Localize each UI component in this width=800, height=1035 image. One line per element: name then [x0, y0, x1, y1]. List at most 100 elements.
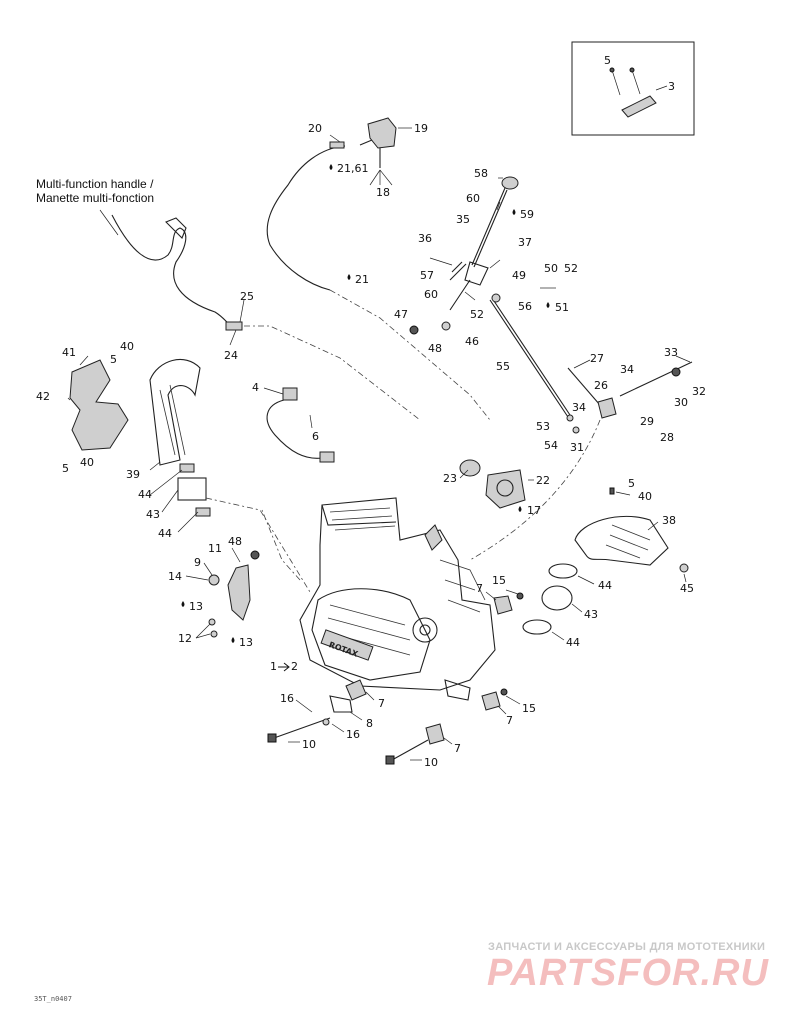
callout-38: 38	[662, 514, 676, 527]
watermark-tagline: ЗАПЧАСТИ И АКСЕССУАРЫ ДЛЯ МОТОТЕХНИКИ	[488, 941, 766, 953]
callout-10b: 10	[424, 756, 438, 769]
callout-14: 14	[168, 570, 182, 583]
caption-line-2: Manette multi-fonction	[36, 191, 154, 205]
callout-30: 30	[674, 396, 688, 409]
multifunction-handle-caption: Multi-function handle / Manette multi-fo…	[36, 177, 154, 236]
callout-52b: 52	[470, 308, 484, 321]
callout-10a: 10	[302, 738, 316, 751]
callout-46: 46	[465, 335, 479, 348]
throttle-cable	[266, 145, 491, 421]
callout-8: 8	[366, 717, 373, 730]
callout-50: 50	[544, 262, 558, 275]
callout-45: 45	[680, 582, 694, 595]
callout-44: 44	[138, 488, 152, 501]
callout-15a: 15	[492, 574, 506, 587]
callout-52a: 52	[564, 262, 578, 275]
callout-3: 3	[668, 80, 675, 93]
callout-20: 20	[308, 122, 322, 135]
heat-shield: 41 40 5 42 5 40	[36, 340, 134, 475]
callout-41: 41	[62, 346, 76, 359]
callout-28: 28	[660, 431, 674, 444]
muffler: 5 40 38 45	[574, 477, 694, 595]
sensor-harness: 4 6	[252, 381, 335, 463]
callout-35: 35	[456, 213, 470, 226]
throttle-body: 23 22 17	[443, 459, 550, 517]
callout-40b: 40	[80, 456, 94, 469]
callout-5d: 5	[628, 477, 635, 490]
drawing-code: 35T_n0407	[34, 995, 72, 1003]
callout-42: 42	[36, 390, 50, 403]
callout-29: 29	[640, 415, 654, 428]
callout-55: 55	[496, 360, 510, 373]
exhaust-pipe: 39 44 43 44	[126, 359, 311, 593]
inset-detail-box: 3 5	[571, 41, 695, 136]
callout-53: 53	[536, 420, 550, 433]
callout-5: 5	[604, 54, 611, 67]
callout-51: 51	[555, 301, 569, 314]
callout-40c: 40	[638, 490, 652, 503]
engine-mount-bracket: 11 48 9 14 13 12 13	[168, 535, 260, 649]
callout-32: 32	[692, 385, 706, 398]
callout-6: 6	[312, 430, 319, 443]
callout-11: 11	[208, 542, 222, 555]
callout-7d: 7	[454, 742, 461, 755]
callout-24: 24	[224, 349, 238, 362]
callout-44b: 44	[158, 527, 172, 540]
callout-44c: 44	[598, 579, 612, 592]
callout-47: 47	[394, 308, 408, 321]
watermark-logo: PARTSFOR.RU	[487, 952, 769, 994]
callout-54: 54	[544, 439, 558, 452]
multifunction-cable	[111, 214, 241, 329]
callout-13a: 13	[189, 600, 203, 613]
shift-linkage: 58 60 59 35 36 37 57 49 50 52 51 60 52 5…	[394, 167, 578, 421]
callout-60b: 60	[424, 288, 438, 301]
callout-58: 58	[474, 167, 488, 180]
callout-33: 33	[664, 346, 678, 359]
callout-27: 27	[590, 352, 604, 365]
cable-connector: 25 24	[224, 290, 421, 421]
callout-4: 4	[252, 381, 259, 394]
callout-43b: 43	[584, 608, 598, 621]
callout-17: 17	[527, 504, 541, 517]
callout-56: 56	[518, 300, 532, 313]
throttle-body-cable-end: 19 20 21,61 18	[308, 117, 428, 199]
callout-26: 26	[594, 379, 608, 392]
callout-60: 60	[466, 192, 480, 205]
callout-43: 43	[146, 508, 160, 521]
exhaust-clamps: 44 43 44	[522, 563, 612, 649]
callout-7b: 7	[378, 697, 385, 710]
callout-21-61: 21,61	[337, 162, 369, 175]
callout-21: 21	[355, 273, 369, 286]
engine-block: ROTAX	[261, 497, 496, 701]
callout-16a: 16	[280, 692, 294, 705]
callout-37: 37	[518, 236, 532, 249]
callout-49: 49	[512, 269, 526, 282]
callout-7a: 7	[476, 582, 483, 595]
callout-34a: 34	[620, 363, 634, 376]
callout-36: 36	[418, 232, 432, 245]
callout-7c: 7	[506, 714, 513, 727]
shift-rod-linkage: 27 33 55 34 26 32 30 29 34 53 54 31 28	[469, 346, 706, 561]
callout-5b: 5	[110, 353, 117, 366]
callout-13b: 13	[239, 636, 253, 649]
callout-23: 23	[443, 472, 457, 485]
engine-mounts: 7 15 16 7 8 16 10 7 15 7 10	[267, 574, 536, 769]
callout-57: 57	[420, 269, 434, 282]
caption-line-1: Multi-function handle /	[36, 177, 154, 191]
callout-12: 12	[178, 632, 192, 645]
callout-25: 25	[240, 290, 254, 303]
callout-engine: 1 2	[270, 660, 298, 673]
callout-19: 19	[414, 122, 428, 135]
callout-18: 18	[376, 186, 390, 199]
callout-34b: 34	[572, 401, 586, 414]
callout-5c: 5	[62, 462, 69, 475]
callout-15b: 15	[522, 702, 536, 715]
callout-22: 22	[536, 474, 550, 487]
callout-2: 2	[291, 660, 298, 673]
callout-48: 48	[428, 342, 442, 355]
callout-31: 31	[570, 441, 584, 454]
callout-44d: 44	[566, 636, 580, 649]
callout-59: 59	[520, 208, 534, 221]
callout-16b: 16	[346, 728, 360, 741]
